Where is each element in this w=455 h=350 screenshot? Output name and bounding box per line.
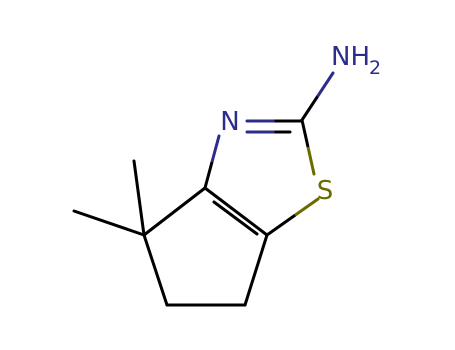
bond-c2-amine [300,71,335,122]
bond-s-c2 [300,118,316,176]
amine-group-label: NH [331,42,370,72]
bond-c6-c6a [243,233,269,307]
bond-c3a-n [203,134,221,190]
amine-subscript-label: 2 [369,57,381,79]
sulfur-atom-label: S [317,176,334,206]
bond-gem-methyl-left [72,209,146,237]
nitrogen-atom-label: N [220,107,239,137]
bond-gem-methyl-upper [132,159,146,237]
bond-c6a-s [265,197,320,237]
bond-c3a-c6a-inner [212,200,259,236]
bond-c4-c3a [142,186,207,237]
bond-c3a-c6a [203,186,269,237]
bond-c4-c5 [142,233,169,307]
